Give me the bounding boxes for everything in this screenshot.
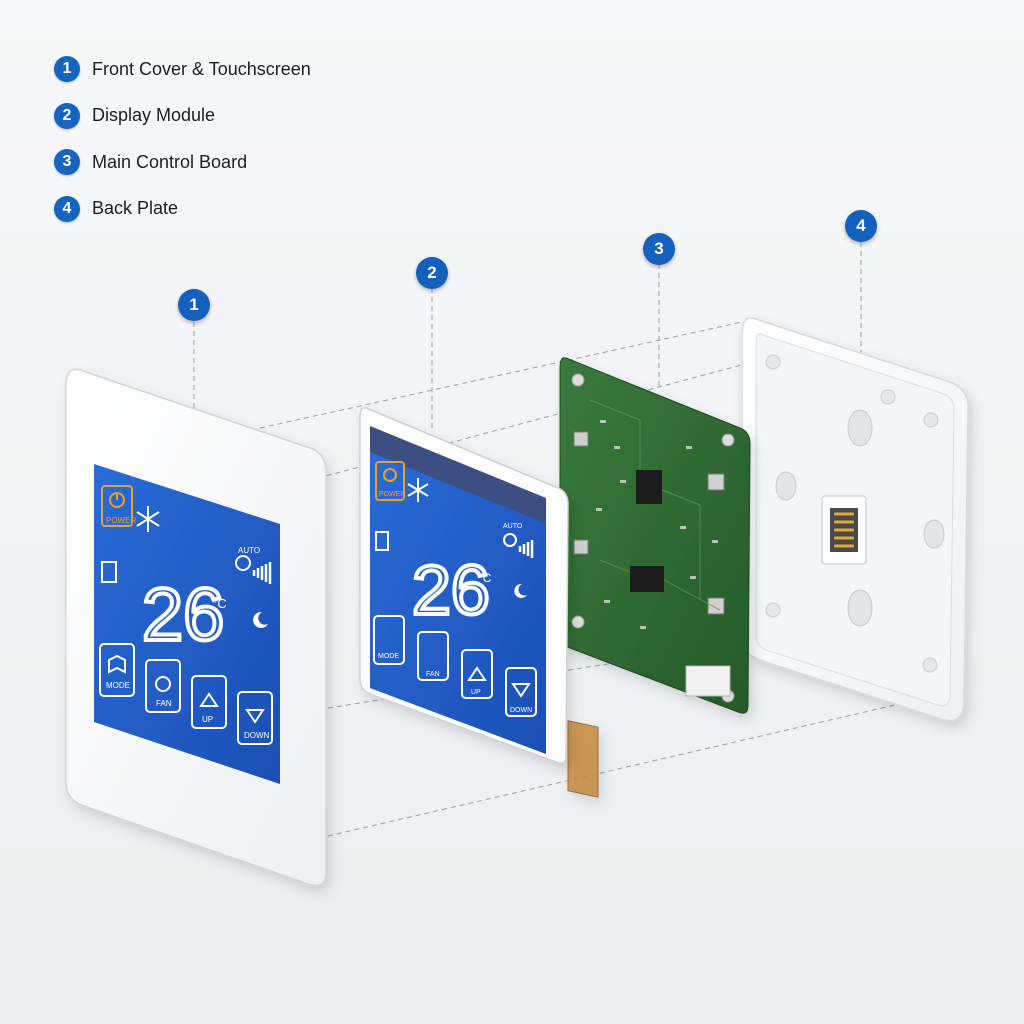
module-mode-label: MODE <box>378 653 399 660</box>
callout-main-control-board: 3 <box>643 233 675 265</box>
callout-front-cover: 1 <box>178 289 210 321</box>
module-moon-icon <box>514 583 527 598</box>
mode-book-icon <box>108 654 126 674</box>
module-snowflake-icon <box>407 478 429 502</box>
back-plate <box>741 317 969 722</box>
fan-button[interactable] <box>145 659 181 713</box>
power-label: POWER <box>106 516 136 525</box>
callout-back-plate: 4 <box>845 210 877 242</box>
room-temp-icon <box>101 561 117 583</box>
module-temperature-value: 26 <box>412 551 490 629</box>
touchscreen <box>94 464 280 784</box>
legend-badge: 2 <box>54 102 80 129</box>
module-fan-icon <box>503 533 517 547</box>
down-button[interactable] <box>237 691 273 745</box>
auto-label: AUTO <box>238 546 260 555</box>
module-auto-label: AUTO <box>503 523 523 530</box>
mode-label: MODE <box>106 681 130 690</box>
module-up-label: UP <box>471 689 481 696</box>
front-screen-content: POWER AUTO 26 °C MODE FAN UP DOWN <box>99 485 273 745</box>
moon-icon <box>253 611 268 628</box>
temperature-unit: °C <box>212 596 227 611</box>
legend-label: Back Plate <box>92 198 179 218</box>
down-label: DOWN <box>244 731 270 740</box>
legend-label: Main Control Board <box>92 151 248 172</box>
legend-label: Display Module <box>92 105 216 125</box>
temperature-value: 26 <box>142 573 224 656</box>
fan-label: FAN <box>156 699 172 708</box>
legend-badge: 1 <box>54 56 80 82</box>
legend-item-main-control-board: 3 Main Control Board <box>54 149 311 175</box>
mcu-chip <box>636 470 662 504</box>
module-screen-content: POWER AUTO 26 °C MODE FAN UP DOWN <box>373 461 537 717</box>
ribbon-cable <box>567 720 599 798</box>
parts-legend: 1 Front Cover & Touchscreen 2 Display Mo… <box>54 56 311 242</box>
snowflake-icon <box>136 506 160 532</box>
module-down-label: DOWN <box>510 707 532 714</box>
fan-button-icon <box>155 676 171 692</box>
module-fan-label: FAN <box>426 671 440 678</box>
module-power-label: POWER <box>379 491 405 498</box>
callout-display-module: 2 <box>416 257 448 289</box>
up-arrow-icon <box>199 692 219 707</box>
legend-item-display-module: 2 Display Module <box>54 102 311 129</box>
display-module <box>359 406 569 764</box>
down-arrow-icon <box>245 709 265 724</box>
up-label: UP <box>202 715 213 724</box>
legend-label: Front Cover & Touchscreen <box>92 58 311 79</box>
fan-speed-bars <box>252 562 272 584</box>
board-connector <box>685 665 731 697</box>
main-control-board <box>559 357 751 798</box>
legend-item-back-plate: 4 Back Plate <box>54 195 311 222</box>
module-temperature-unit: °C <box>478 571 492 585</box>
up-button[interactable] <box>191 675 227 729</box>
fan-icon <box>235 555 251 571</box>
legend-item-front-cover: 1 Front Cover & Touchscreen <box>54 56 311 82</box>
legend-badge: 4 <box>54 195 80 222</box>
mode-button[interactable] <box>99 643 135 697</box>
power-button[interactable] <box>101 485 133 527</box>
legend-badge: 3 <box>54 149 80 175</box>
